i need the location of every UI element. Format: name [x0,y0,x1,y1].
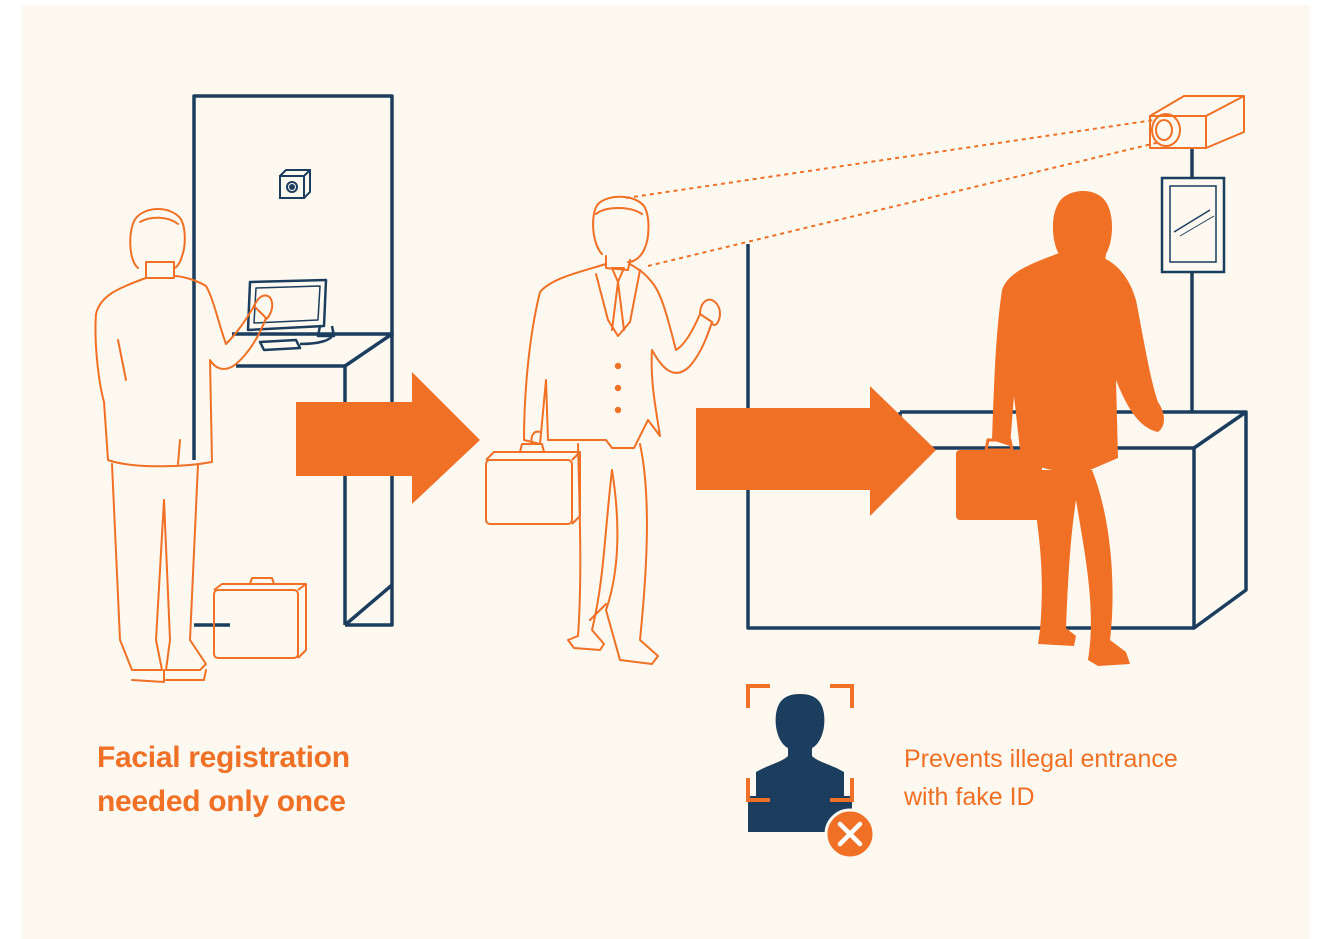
registration-kiosk [192,94,394,627]
surveillance-camera-icon [1149,95,1245,149]
illustration-background [22,5,1310,939]
kiosk-camera-icon [279,169,311,199]
fake-id-caption: Prevents illegal entrance with fake ID [904,740,1284,816]
kiosk-monitor [246,278,336,352]
arrow-right-icon [696,386,936,516]
fake-id-caption-line1: Prevents illegal entrance [904,745,1178,773]
briefcase-silhouette [956,438,1042,520]
registration-caption-line2: needed only once [97,785,346,818]
registration-caption-line1: Facial registration [97,741,350,774]
briefcase-carried [485,430,581,525]
person-registering [94,208,274,683]
person-entering-gate [992,190,1164,666]
arrow-right-icon [296,372,480,504]
registration-caption: Facial registration needed only once [97,736,457,824]
fake-id-caption-line2: with fake ID [904,783,1035,811]
camera-scan-lines [625,119,1161,267]
face-scan-reject-icon [746,684,854,832]
gate-display-panel [1160,176,1226,274]
reject-x-icon [824,808,876,860]
person-walking-scanned [523,195,721,665]
briefcase-on-floor [213,577,307,659]
